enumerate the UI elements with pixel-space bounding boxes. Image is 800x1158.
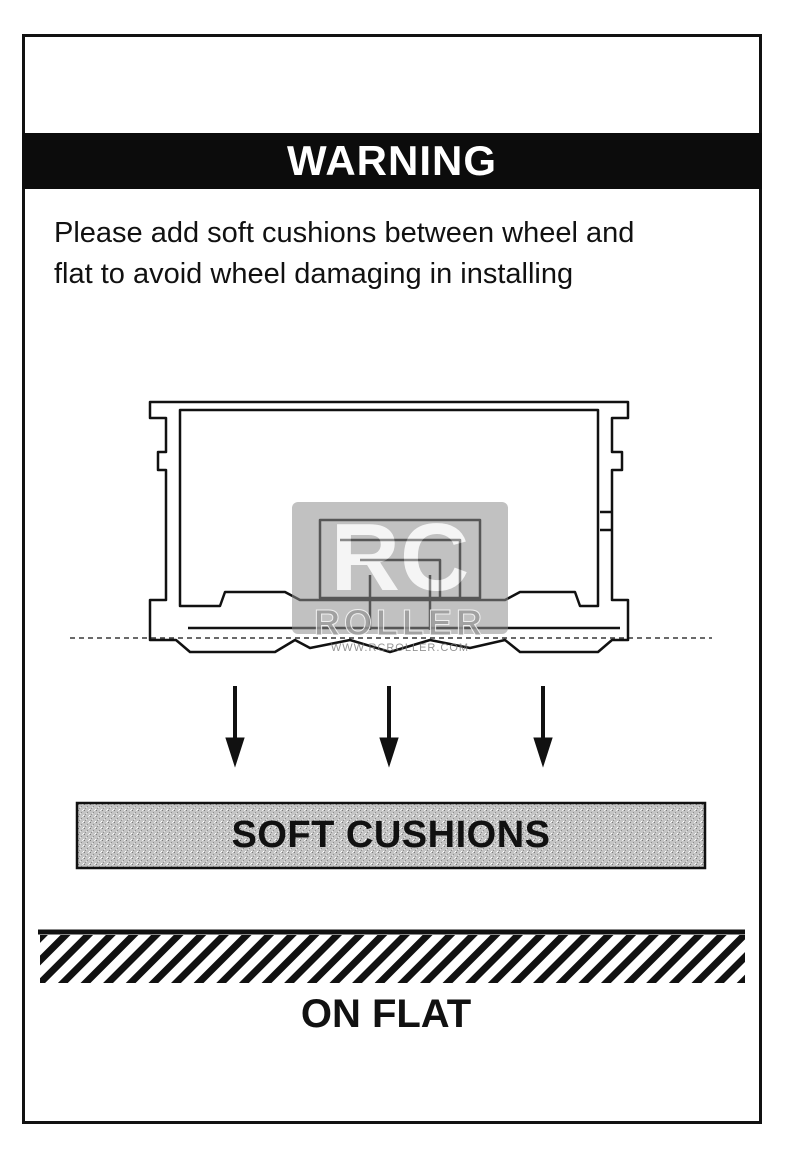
arrow-down-icon (379, 686, 399, 768)
on-flat-label: ON FLAT (300, 992, 472, 1036)
instruction-text: Please add soft cushions between wheel a… (54, 213, 754, 295)
flat-surface (38, 929, 745, 983)
watermark-logo: RC (292, 502, 508, 634)
watermark-url: WWW.RCROLLER.COM (330, 642, 470, 654)
soft-cushion-block (75, 801, 707, 870)
soft-cushions-label: SOFT CUSHIONS (231, 814, 551, 856)
instruction-line-1: Please add soft cushions between wheel a… (54, 217, 635, 249)
svg-text:RC: RC (331, 504, 470, 611)
downward-arrows (225, 686, 553, 768)
arrow-down-icon (225, 686, 245, 768)
instruction-line-2: flat to avoid wheel damaging in installi… (54, 258, 574, 290)
warning-header: WARNING (22, 133, 762, 189)
arrow-down-icon (533, 686, 553, 768)
watermark-brand: ROLLER (314, 602, 486, 644)
